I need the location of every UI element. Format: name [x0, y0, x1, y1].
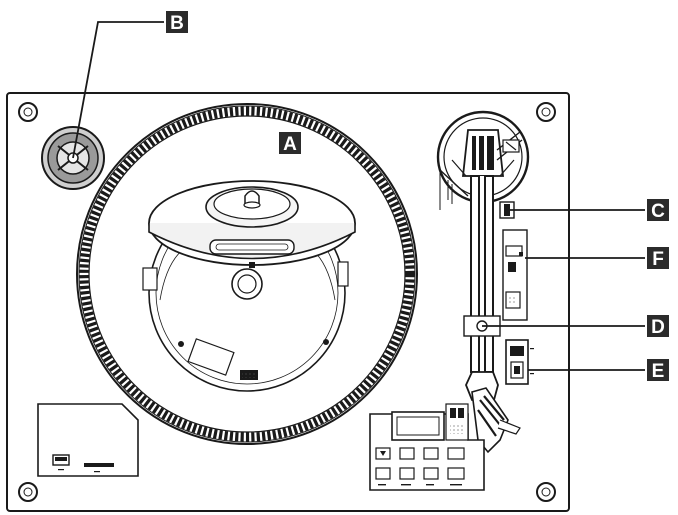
- corner-screw-bottom-left: [18, 482, 38, 502]
- control-panel: [369, 403, 485, 491]
- leader-b: [72, 21, 164, 159]
- corner-screw-top-left: [18, 102, 38, 122]
- callout-e-label: E: [652, 361, 665, 382]
- leader-lines: [72, 21, 645, 371]
- callout-d: D: [647, 315, 669, 338]
- anti-skate-assembly: [499, 201, 528, 321]
- slip-mat: [148, 180, 356, 268]
- corner-screw-top-right: [536, 102, 556, 122]
- callout-c: C: [647, 199, 669, 222]
- callout-f: F: [647, 247, 669, 270]
- callout-e: E: [647, 359, 669, 382]
- callout-f-label: F: [652, 249, 664, 270]
- callout-c-label: C: [651, 201, 665, 222]
- callout-a-label: A: [283, 134, 297, 155]
- callout-a: A: [279, 132, 301, 155]
- corner-screw-bottom-right: [536, 482, 556, 502]
- cue-lever: [505, 339, 534, 385]
- tonearm: [439, 169, 521, 454]
- callout-b-label: B: [170, 13, 184, 34]
- rear-panel-box: [37, 403, 139, 477]
- tonearm-base: [436, 110, 530, 204]
- callout-d-label: D: [651, 317, 665, 338]
- callout-b: B: [166, 11, 188, 34]
